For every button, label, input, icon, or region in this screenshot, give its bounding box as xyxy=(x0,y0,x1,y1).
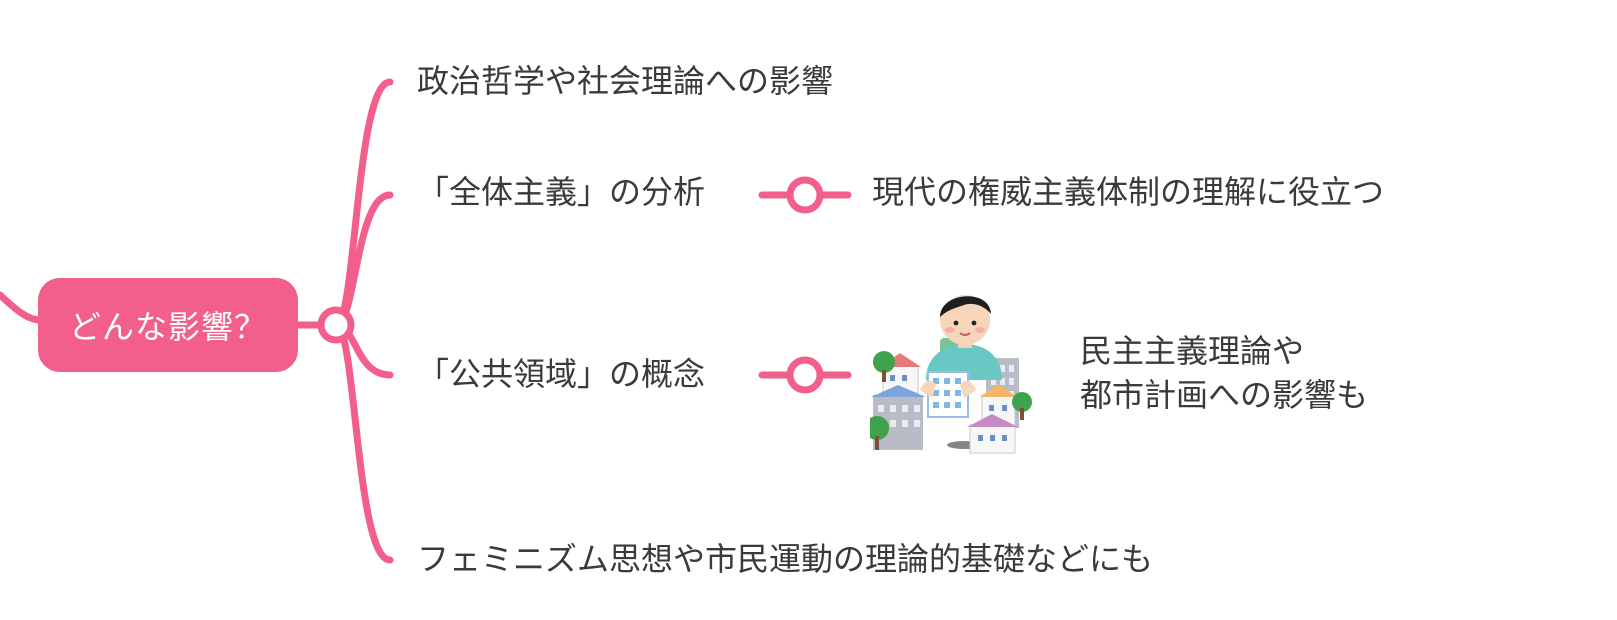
city-planning-man-illustration xyxy=(865,280,1050,475)
branch-topic-2[interactable]: 「全体主義」の分析 xyxy=(417,172,705,212)
root-label: どんな影響？ xyxy=(68,308,267,346)
subbranch-junction-circle-2[interactable] xyxy=(786,176,824,214)
subtopic-2[interactable]: 現代の権威主義体制の理解に役立つ xyxy=(872,172,1384,212)
branch-label: フェミニズム思想や市民運動の理論的基礎などにも xyxy=(417,540,1154,578)
branch-topic-4[interactable]: フェミニズム思想や市民運動の理論的基礎などにも xyxy=(417,539,1153,579)
branch-connector-1 xyxy=(332,78,394,329)
branch-label: 政治哲学や社会理論への影響 xyxy=(417,62,834,100)
root-node[interactable]: どんな影響？ xyxy=(38,278,298,372)
branch-topic-3[interactable]: 「公共領域」の概念 xyxy=(417,354,705,394)
subtopic-label: 現代の権威主義体制の理解に役立つ xyxy=(872,173,1385,211)
subtopic-3[interactable]: 民主主義理論や 都市計画への影響も xyxy=(1080,329,1368,417)
branch-label: 「公共領域」の概念 xyxy=(417,355,706,393)
branch-label: 「全体主義」の分析 xyxy=(417,173,706,211)
subbranch-junction-circle-3[interactable] xyxy=(786,356,824,394)
incoming-connector xyxy=(0,291,44,324)
subtopic-line-1: 民主主義理論や xyxy=(1080,332,1305,370)
illustration-svg xyxy=(865,295,1032,454)
subtopic-line-2: 都市計画への影響も xyxy=(1080,376,1369,414)
branch-topic-1[interactable]: 政治哲学や社会理論への影響 xyxy=(417,61,833,101)
root-junction-circle[interactable] xyxy=(317,306,355,344)
